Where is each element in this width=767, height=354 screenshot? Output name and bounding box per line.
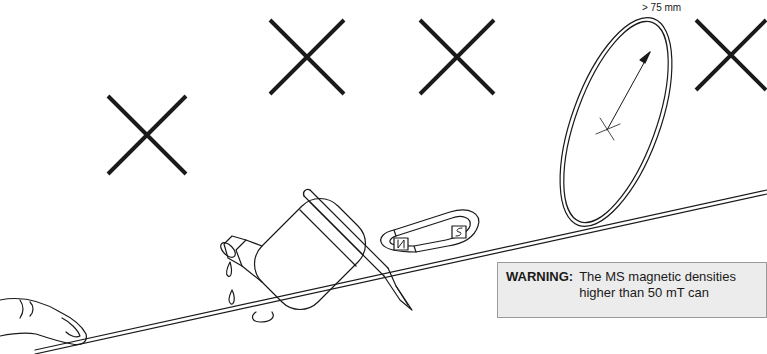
prohibition-cross [108, 96, 186, 174]
prohibition-cross [270, 20, 344, 94]
bend-radius-loop [537, 4, 695, 241]
prohibition-cross [420, 20, 494, 94]
cable [35, 190, 767, 350]
warning-box: WARNING:The MS magnetic densities higher… [497, 262, 767, 318]
scalpel [303, 189, 412, 310]
warning-heading: WARNING: [506, 269, 573, 311]
finger [0, 299, 86, 345]
magnet [381, 210, 479, 252]
warning-text: The MS magnetic densities higher than 50… [579, 269, 758, 311]
bottle [218, 199, 365, 323]
cable [35, 194, 767, 354]
dimension-label: > 75 mm [640, 2, 683, 13]
prohibition-cross [696, 20, 766, 90]
